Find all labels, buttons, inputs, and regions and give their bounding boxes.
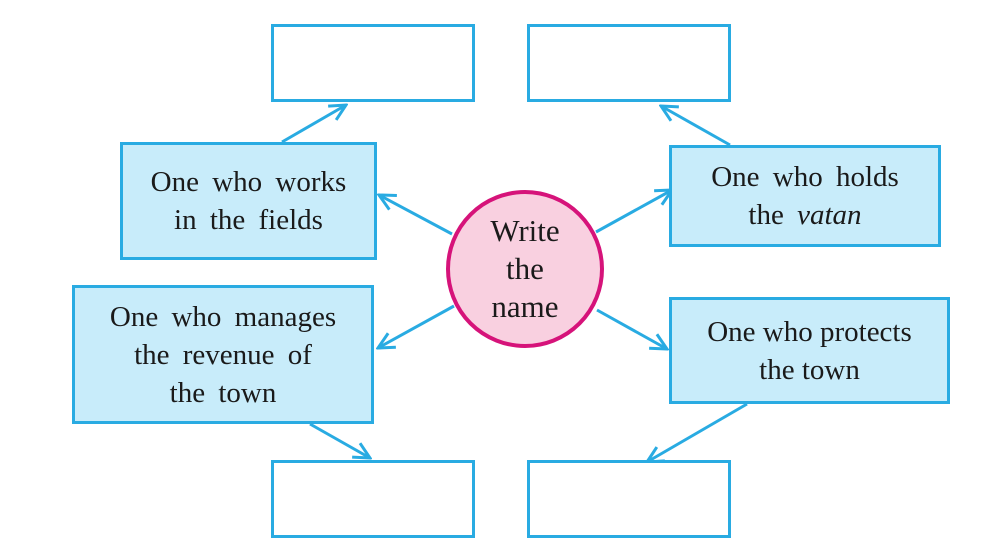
clue-text-line: the vatan xyxy=(711,196,899,234)
answer-box-bottom-right[interactable] xyxy=(527,460,731,538)
arrow-top-right-to-answer xyxy=(661,106,731,147)
arrow-center-to-top-left xyxy=(379,195,453,236)
center-circle: Write the name xyxy=(446,190,604,348)
clue-box-bottom-right: One who protects the town xyxy=(669,297,950,404)
center-text-line: name xyxy=(491,289,559,324)
answer-box-bottom-left[interactable] xyxy=(271,460,475,538)
clue-text-line: One who works xyxy=(150,166,347,198)
clue-text-line: One who manages xyxy=(109,300,337,333)
clue-text-italic-term: vatan xyxy=(797,199,862,231)
answer-box-top-left[interactable] xyxy=(271,24,475,102)
answer-box-top-right[interactable] xyxy=(527,24,731,102)
arrow-bottom-right-to-answer xyxy=(647,402,748,462)
clue-text-prefix: the xyxy=(748,199,798,231)
clue-box-top-right: One who holds the vatan xyxy=(669,145,941,247)
arrow-center-to-top-right xyxy=(595,190,672,234)
arrow-bottom-left-to-answer xyxy=(309,422,370,458)
clue-box-bottom-left: One who manages the revenue of the town xyxy=(72,285,374,424)
clue-text-line: the town xyxy=(759,353,860,386)
clue-text-line: the town xyxy=(169,376,277,409)
arrow-top-left-to-answer xyxy=(281,105,346,144)
arrow-center-to-bottom-right xyxy=(596,308,667,349)
clue-text-line: One who protects xyxy=(707,315,912,348)
clue-text-line: in the fields xyxy=(174,204,323,236)
clue-box-top-left: One who works in the fields xyxy=(120,142,377,260)
clue-text-line: One who holds xyxy=(711,161,899,193)
center-text-line: Write xyxy=(490,213,560,248)
center-text-line: the xyxy=(506,251,544,286)
clue-text-line: the revenue of xyxy=(134,338,312,371)
arrow-center-to-bottom-left xyxy=(378,304,455,348)
